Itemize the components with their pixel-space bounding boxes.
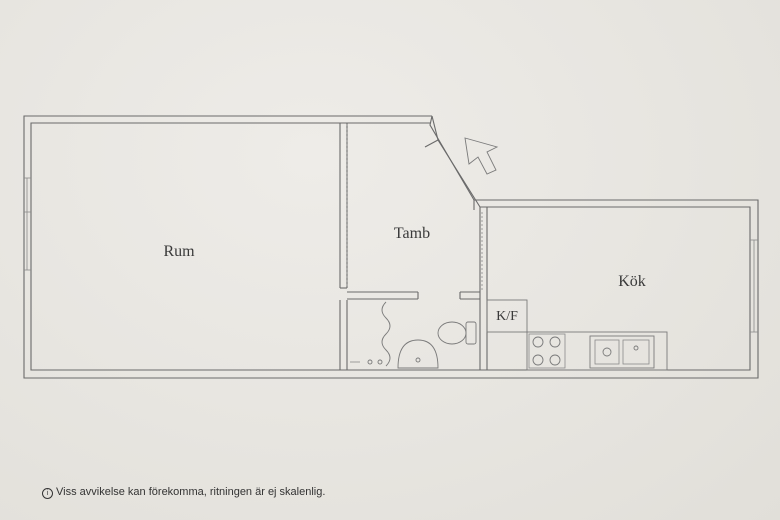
fridge-freezer: K/F bbox=[486, 299, 528, 333]
outer-walls bbox=[23, 115, 759, 379]
stove bbox=[528, 333, 566, 369]
bathroom-fixtures bbox=[350, 301, 477, 369]
entrance-door bbox=[424, 115, 439, 148]
entrance-arrow-icon bbox=[464, 137, 499, 175]
interior-walls bbox=[339, 123, 488, 370]
windows bbox=[24, 177, 758, 333]
outer-wall-inner-line bbox=[30, 122, 751, 371]
kitchen-sink bbox=[589, 335, 655, 369]
shower-curtain bbox=[381, 301, 391, 367]
kitchen-counter bbox=[526, 331, 668, 371]
room-label-tamb: Tamb bbox=[394, 225, 430, 242]
room-label-kok: Kök bbox=[618, 273, 646, 290]
outer-wall-outer-line bbox=[23, 115, 759, 379]
toilet bbox=[437, 321, 477, 345]
info-icon: i bbox=[42, 488, 53, 499]
bathroom-sink bbox=[397, 339, 439, 369]
disclaimer-text: Viss avvikelse kan förekomma, ritningen … bbox=[56, 486, 326, 498]
kf-label: K/F bbox=[496, 309, 518, 324]
room-label-rum: Rum bbox=[163, 243, 195, 260]
